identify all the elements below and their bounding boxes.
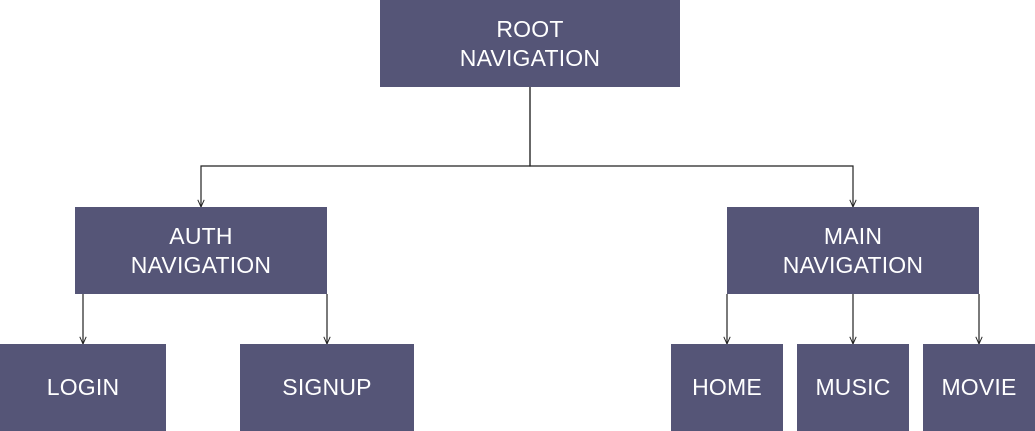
main-navigation-node: MAIN NAVIGATION (727, 207, 979, 294)
root-navigation-node: ROOT NAVIGATION (380, 0, 680, 87)
music-label: MUSIC (815, 374, 891, 400)
main-navigation-label-line1: MAIN (823, 222, 883, 249)
signup-node: SIGNUP (240, 344, 414, 431)
root-navigation-label-line2: NAVIGATION (459, 44, 601, 71)
login-label: LOGIN (46, 374, 120, 400)
login-node: LOGIN (0, 344, 166, 431)
edge-root-to-main (529, 87, 853, 207)
movie-node: MOVIE (923, 344, 1035, 431)
auth-navigation-node: AUTH NAVIGATION (75, 207, 327, 294)
main-navigation-label-line2: NAVIGATION (782, 251, 924, 278)
auth-navigation-label-line2: NAVIGATION (130, 251, 272, 278)
home-label: HOME (692, 374, 762, 400)
signup-label: SIGNUP (282, 374, 372, 400)
movie-label: MOVIE (941, 374, 1017, 400)
music-node: MUSIC (797, 344, 909, 431)
home-node: HOME (671, 344, 783, 431)
auth-navigation-label-line1: AUTH (169, 222, 233, 249)
root-navigation-label-line1: ROOT (496, 15, 564, 42)
edge-root-to-auth (201, 87, 531, 207)
